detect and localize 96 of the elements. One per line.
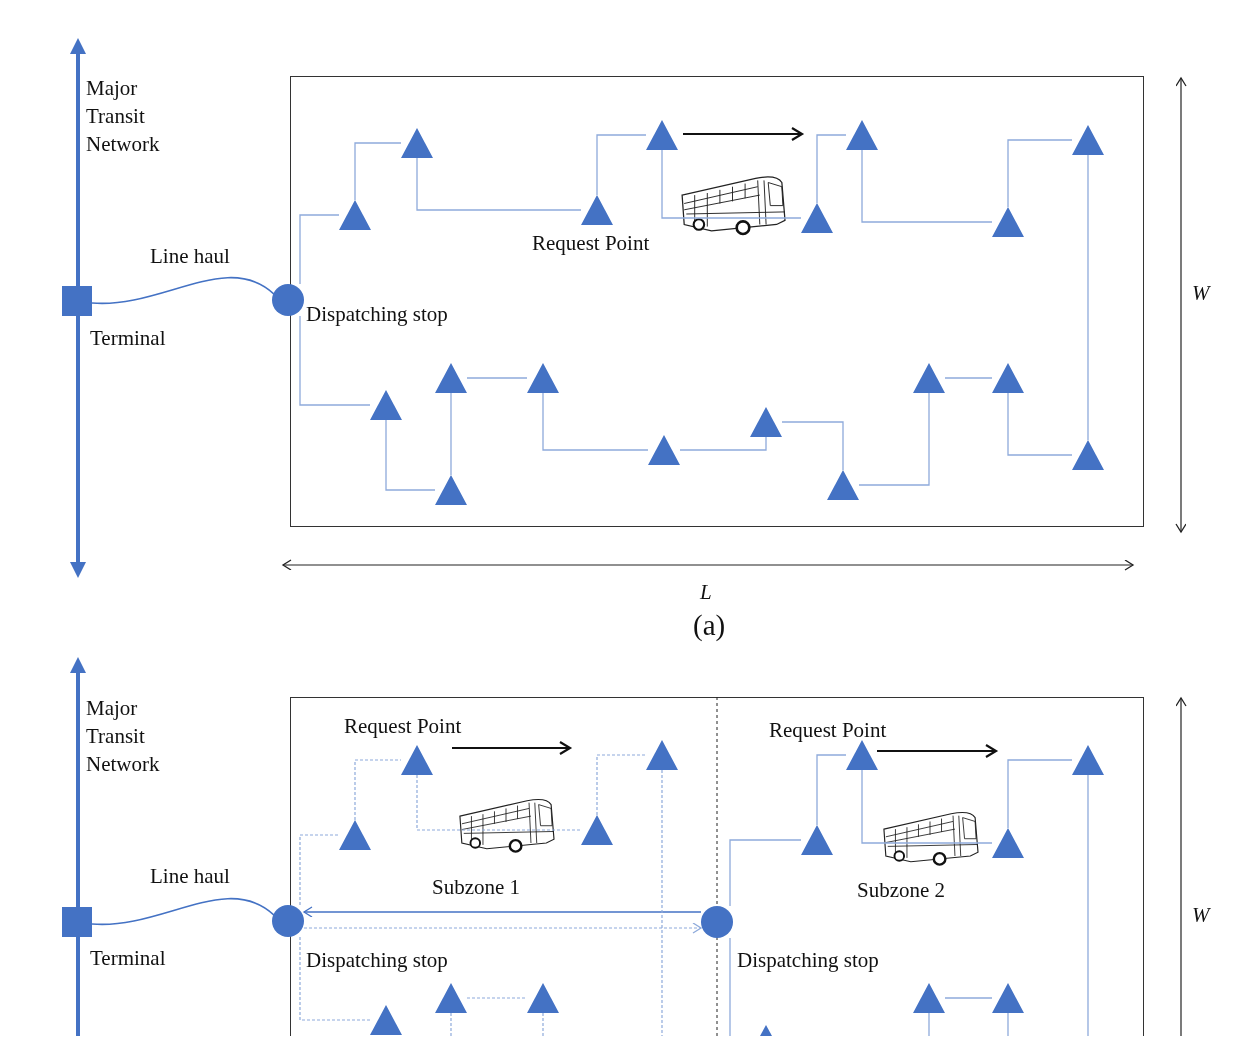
- request-point-triangle: [912, 362, 945, 393]
- dispatching-stop-circle: [272, 905, 304, 937]
- request-point-triangle: [1071, 124, 1104, 155]
- route-line: [661, 149, 802, 219]
- route-line: [816, 754, 847, 826]
- route-line: [861, 769, 993, 844]
- route-line: [596, 754, 647, 816]
- request-point-triangle: [800, 824, 833, 855]
- route-line: [542, 1012, 544, 1037]
- request-point-triangle: [991, 982, 1024, 1013]
- stop-label: Dispatching stop: [306, 302, 448, 328]
- route-line: [1087, 774, 1089, 1037]
- route-line: [729, 839, 802, 907]
- stop-label: Dispatching stop: [306, 948, 448, 974]
- dimension-label: W: [1192, 903, 1210, 929]
- request-point-triangle: [580, 814, 613, 845]
- route-line: [1007, 392, 1073, 456]
- terminal-square: [62, 907, 92, 937]
- route-line: [299, 315, 371, 406]
- route-line: [729, 937, 731, 1037]
- route-line: [861, 149, 993, 223]
- stop-label: Dispatching stop: [737, 948, 879, 974]
- request-point-triangle: [991, 827, 1024, 858]
- request-point-triangle: [645, 739, 678, 770]
- route-line: [299, 936, 371, 1021]
- request-point-triangle: [845, 119, 878, 150]
- route-line: [596, 134, 647, 196]
- request-point-triangle: [991, 362, 1024, 393]
- zone-label: Subzone 2: [857, 878, 946, 904]
- zone-label: Request Point: [344, 714, 462, 740]
- dimension-label: L: [700, 580, 712, 606]
- dimension-label: W: [1192, 281, 1210, 307]
- route-line: [416, 157, 582, 211]
- network-label: Major Transit Network: [86, 75, 161, 158]
- route-line: [679, 436, 767, 451]
- request-point-triangle: [526, 982, 559, 1013]
- route-line: [299, 214, 340, 285]
- route-line: [1007, 139, 1073, 208]
- request-point-triangle: [645, 119, 678, 150]
- zone-label: Subzone 1: [432, 875, 521, 901]
- request-point-triangle: [647, 434, 680, 465]
- route-line: [944, 997, 993, 999]
- route-line: [858, 392, 930, 486]
- service-zone-box: [290, 697, 1144, 1036]
- zone-label: Request Point: [769, 718, 887, 744]
- dispatching-stop-circle: [272, 284, 304, 316]
- request-point-triangle: [912, 982, 945, 1013]
- route-line: [1087, 154, 1089, 441]
- route-line: [661, 769, 663, 1037]
- line-haul-curve: [91, 276, 275, 304]
- terminal-label: Terminal: [90, 946, 166, 972]
- route-line: [354, 142, 402, 201]
- route-line: [816, 134, 847, 204]
- route-line: [1007, 759, 1073, 829]
- request-point-triangle: [369, 389, 402, 420]
- request-point-triangle: [526, 362, 559, 393]
- route-line: [928, 1012, 930, 1037]
- network-label: Major Transit Network: [86, 695, 161, 778]
- terminal-square: [62, 286, 92, 316]
- route-line: [450, 392, 452, 476]
- request-point-triangle: [400, 744, 433, 775]
- route-line: [416, 774, 582, 831]
- route-line: [542, 392, 649, 451]
- request-point-triangle: [434, 362, 467, 393]
- panel-label: (a): [693, 608, 726, 643]
- dispatching-stop-circle: [700, 905, 733, 938]
- route-line: [944, 377, 993, 379]
- request-point-triangle: [400, 127, 433, 158]
- route-line: [385, 419, 436, 491]
- route-arrow: [303, 922, 702, 934]
- route-line: [466, 997, 528, 999]
- request-point-triangle: [580, 194, 613, 225]
- request-point-triangle: [434, 982, 467, 1013]
- terminal-label: Terminal: [90, 326, 166, 352]
- route-arrow: [303, 906, 702, 918]
- request-point-triangle: [434, 474, 467, 505]
- route-line: [450, 1012, 452, 1037]
- request-point-triangle: [845, 739, 878, 770]
- route-line: [1007, 1012, 1009, 1037]
- request-point-triangle: [800, 202, 833, 233]
- request-point-triangle: [826, 469, 859, 500]
- request-point-triangle: [759, 1024, 772, 1036]
- route-line: [299, 834, 340, 906]
- zone-label: Request Point: [532, 231, 650, 257]
- request-point-triangle: [1071, 439, 1104, 470]
- request-point-triangle: [1071, 744, 1104, 775]
- request-point-triangle: [749, 406, 782, 437]
- request-point-triangle: [991, 206, 1024, 237]
- request-point-triangle: [369, 1004, 402, 1035]
- service-zone-box: [290, 76, 1144, 527]
- line-haul-curve: [91, 897, 275, 925]
- route-line: [781, 421, 844, 471]
- route-line: [354, 759, 402, 821]
- request-point-triangle: [338, 199, 371, 230]
- route-line: [466, 377, 528, 379]
- request-point-triangle: [338, 819, 371, 850]
